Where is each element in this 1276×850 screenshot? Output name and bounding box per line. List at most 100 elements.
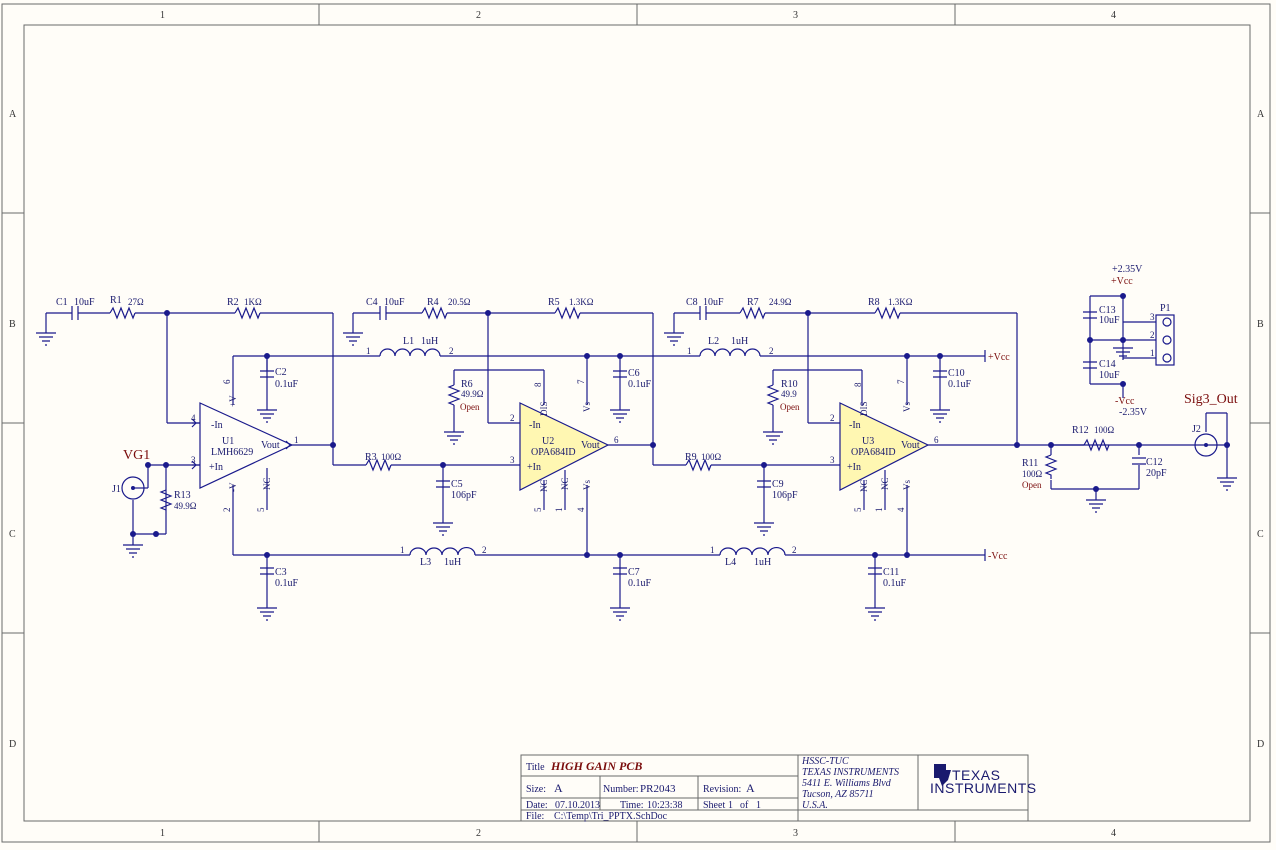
wires (45, 295, 1230, 608)
u2-in-minus: -In (529, 420, 541, 431)
u3-pin6: 6 (934, 435, 939, 445)
c9-value: 106pF (772, 490, 798, 501)
u2-pin4: 4 (576, 507, 586, 512)
tb-date: 07.10.2013 (555, 800, 600, 811)
r4-value: 20.5Ω (448, 297, 471, 307)
u3-pin2: 2 (830, 413, 835, 423)
c14-ref: C14 (1099, 359, 1116, 370)
p1-pin2: 2 (1150, 330, 1155, 340)
opamp-u1 (191, 402, 294, 510)
c7-ref: C7 (628, 567, 640, 578)
tb-org-line1: HSSC-TUC (801, 756, 849, 767)
c10-ref: C10 (948, 368, 965, 379)
r13-value: 49.9Ω (174, 501, 197, 511)
u3-pin4: 4 (896, 507, 906, 512)
r8-ref: R8 (868, 297, 880, 308)
tb-of-label: of (740, 800, 749, 811)
l3-pin1: 1 (400, 545, 405, 555)
u1-vplus: +V (228, 395, 238, 407)
u3-pin8: 8 (853, 382, 863, 387)
net-flags (980, 350, 986, 561)
tb-file-label: File: (526, 811, 544, 822)
u1-pin5: 5 (256, 507, 266, 512)
u1-in-plus: +In (209, 462, 223, 473)
r1-ref: R1 (110, 295, 122, 306)
r5-value: 1.3KΩ (569, 297, 594, 307)
u2-pin2: 2 (510, 413, 515, 423)
tb-size-label: Size: (526, 784, 546, 795)
tb-org-line3: 5411 E. Williams Blvd (802, 778, 892, 789)
u3-vs-top: Vs (902, 402, 912, 412)
u2-vs-bottom: Vs (582, 480, 592, 490)
c2-value: 0.1uF (275, 379, 299, 390)
c13-value: 10uF (1099, 315, 1120, 326)
u2-vs-top: Vs (582, 402, 592, 412)
row-label-c-right: C (1257, 529, 1264, 540)
c13-ref: C13 (1099, 305, 1116, 316)
u1-vout: Vout (261, 440, 280, 451)
u3-vs-bottom: Vs (902, 480, 912, 490)
r6-value: 49.9Ω (461, 389, 484, 399)
u2-vout: Vout (581, 440, 600, 451)
c10-value: 0.1uF (948, 379, 972, 390)
u1-pin2: 2 (222, 508, 232, 513)
r10-value: 49.9 (781, 389, 797, 399)
u1-in-minus: -In (211, 420, 223, 431)
row-label-d: D (9, 739, 16, 750)
c5-value: 106pF (451, 490, 477, 501)
row-label-d-right: D (1257, 739, 1264, 750)
ti-logo-line2: Instruments (930, 780, 1037, 796)
r1-value: 27Ω (128, 297, 144, 307)
shunt-capacitors (260, 311, 1146, 575)
u1-pin4: 4 (191, 413, 196, 423)
p1-ref: P1 (1160, 303, 1171, 314)
row-label-c: C (9, 529, 16, 540)
u2-part: OPA684ID (531, 447, 576, 458)
r9-value: 100Ω (701, 452, 722, 462)
sig3-out-label: Sig3_Out (1184, 392, 1238, 407)
u2-nc2: NC (560, 477, 570, 490)
column-label-2: 2 (476, 10, 481, 21)
r2-value: 1KΩ (244, 297, 262, 307)
column-label-1-bottom: 1 (160, 828, 165, 839)
c3-value: 0.1uF (275, 578, 299, 589)
l1-value: 1uH (421, 336, 438, 347)
resistors (109, 306, 1110, 511)
u3-ref: U3 (862, 436, 874, 447)
column-label-4-bottom: 4 (1111, 828, 1116, 839)
c5-ref: C5 (451, 479, 463, 490)
u3-pin1: 1 (874, 508, 884, 513)
l1-pin2: 2 (449, 346, 454, 356)
tb-sheet-label: Sheet (703, 800, 725, 811)
u3-pin5: 5 (853, 507, 863, 512)
title-block (520, 754, 1029, 822)
c2-ref: C2 (275, 367, 287, 378)
inductors (379, 348, 786, 556)
u2-pin6: 6 (614, 435, 619, 445)
r6-note: Open (460, 402, 480, 412)
u3-pin3: 3 (830, 455, 835, 465)
tb-revision-label: Revision: (703, 784, 741, 795)
u3-in-minus: -In (849, 420, 861, 431)
r11-ref: R11 (1022, 458, 1038, 469)
u3-pin7: 7 (896, 379, 906, 384)
vcc-neg-flag: -Vcc (988, 551, 1008, 562)
u1-pin1: 1 (294, 435, 299, 445)
r5-ref: R5 (548, 297, 560, 308)
u2-pin7: 7 (576, 379, 586, 384)
tb-org-line2: TEXAS INSTRUMENTS (802, 767, 899, 778)
r12-ref: R12 (1072, 425, 1089, 436)
u2-in-plus: +In (527, 462, 541, 473)
column-label-3: 3 (793, 10, 798, 21)
connector-p1 (1150, 314, 1175, 366)
c3-ref: C3 (275, 567, 287, 578)
ti-logo-icon (934, 764, 951, 786)
u1-vminus: -V (228, 482, 238, 492)
u2-pin5: 5 (533, 507, 543, 512)
tb-file: C:\Temp\Tri_PPTX.SchDoc (554, 811, 668, 822)
tb-org-line4: Tucson, AZ 85711 (802, 789, 874, 800)
tb-title-label: Title (526, 762, 545, 773)
c9-ref: C9 (772, 479, 784, 490)
grounds (36, 332, 1237, 621)
l4-ref: L4 (725, 557, 736, 568)
